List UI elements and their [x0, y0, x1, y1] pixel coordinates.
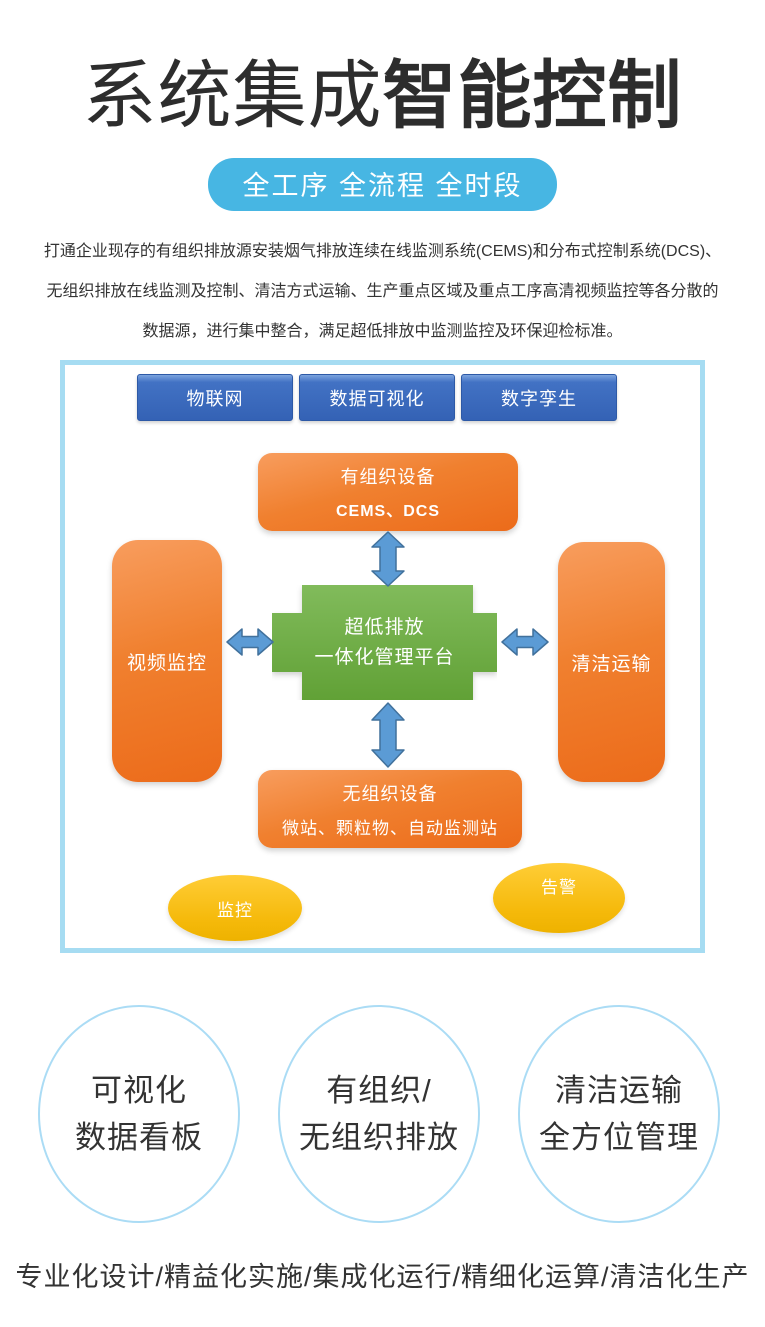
page-title-bold: 智能控制 [382, 54, 683, 137]
intro-line-1: 打通企业现存的有组织排放源安装烟气排放连续在线监测系统(CEMS)和分布式控制系… [43, 243, 722, 260]
chip-label: 物联网 [186, 388, 244, 409]
diagram-node-platform: 超低排放 一体化管理平台 [272, 585, 497, 700]
diagram-node-clean-transport: 清洁运输 [558, 542, 665, 782]
double-arrow-horizontal-left-icon [226, 628, 274, 656]
feature-line: 有组织/ [326, 1073, 432, 1108]
diagram-node-organized-devices: 有组织设备 CEMS、DCS [258, 453, 518, 531]
diagram-chip-iot: 物联网 [137, 374, 293, 421]
double-arrow-horizontal-right-icon [501, 628, 549, 656]
node-title: 有组织设备 [340, 467, 436, 487]
bubble-label: 告警 [541, 878, 577, 897]
hero-header: 系统集成智能控制 全工序 全流程 全时段 [0, 48, 765, 212]
node-title: 清洁运输 [571, 653, 652, 675]
feature-circle-emissions: 有组织/ 无组织排放 [278, 1005, 480, 1223]
feature-line: 全方位管理 [539, 1120, 699, 1155]
feature-line: 清洁运输 [555, 1073, 683, 1108]
diagram-chip-digital-twin: 数字孪生 [461, 374, 617, 421]
cross-shape-icon [272, 585, 497, 700]
double-arrow-vertical-bottom-icon [371, 702, 405, 768]
node-subtitle: 微站、颗粒物、自动监测站 [282, 818, 498, 838]
node-subtitle: 一体化管理平台 [314, 646, 455, 668]
chip-label: 数字孪生 [501, 388, 577, 409]
bottom-motto: 专业化设计/精益化实施/集成化运行/精细化运算/清洁化生产 [15, 1262, 750, 1292]
diagram-chip-data-visualization: 数据可视化 [299, 374, 455, 421]
node-title: 超低排放 [344, 616, 425, 638]
chip-label: 数据可视化 [329, 388, 425, 409]
scope-badge: 全工序 全流程 全时段 [208, 158, 557, 212]
diagram-bubble-monitoring: 监控 [168, 875, 302, 941]
architecture-diagram: 物联网 数据可视化 数字孪生 有组织设备 CEMS、DCS 视频监控 清洁运输 … [60, 360, 705, 953]
feature-circle-visual-dashboard: 可视化 数据看板 [38, 1005, 240, 1223]
node-subtitle: CEMS、DCS [335, 503, 440, 520]
feature-line: 无组织排放 [299, 1120, 459, 1155]
double-arrow-vertical-top-icon [371, 531, 405, 587]
page-title: 系统集成智能控制 [0, 48, 765, 144]
diagram-node-unorganized-devices: 无组织设备 微站、颗粒物、自动监测站 [258, 770, 522, 848]
intro-paragraph: 打通企业现存的有组织排放源安装烟气排放连续在线监测系统(CEMS)和分布式控制系… [0, 232, 765, 352]
node-title: 无组织设备 [342, 783, 438, 804]
intro-line-3: 数据源，进行集中整合，满足超低排放中监测监控及环保迎检标准。 [142, 323, 623, 340]
diagram-node-video-monitoring: 视频监控 [112, 540, 222, 782]
node-title: 视频监控 [126, 652, 207, 674]
intro-line-2: 无组织排放在线监测及控制、清洁方式运输、生产重点区域及重点工序高清视频监控等各分… [46, 283, 719, 300]
diagram-bubble-alert: 告警 [493, 863, 625, 933]
bubble-label: 监控 [217, 900, 253, 920]
feature-line: 可视化 [91, 1073, 187, 1108]
page-title-light: 系统集成 [82, 54, 383, 137]
feature-circle-clean-transport: 清洁运输 全方位管理 [518, 1005, 720, 1223]
feature-line: 数据看板 [75, 1120, 203, 1155]
